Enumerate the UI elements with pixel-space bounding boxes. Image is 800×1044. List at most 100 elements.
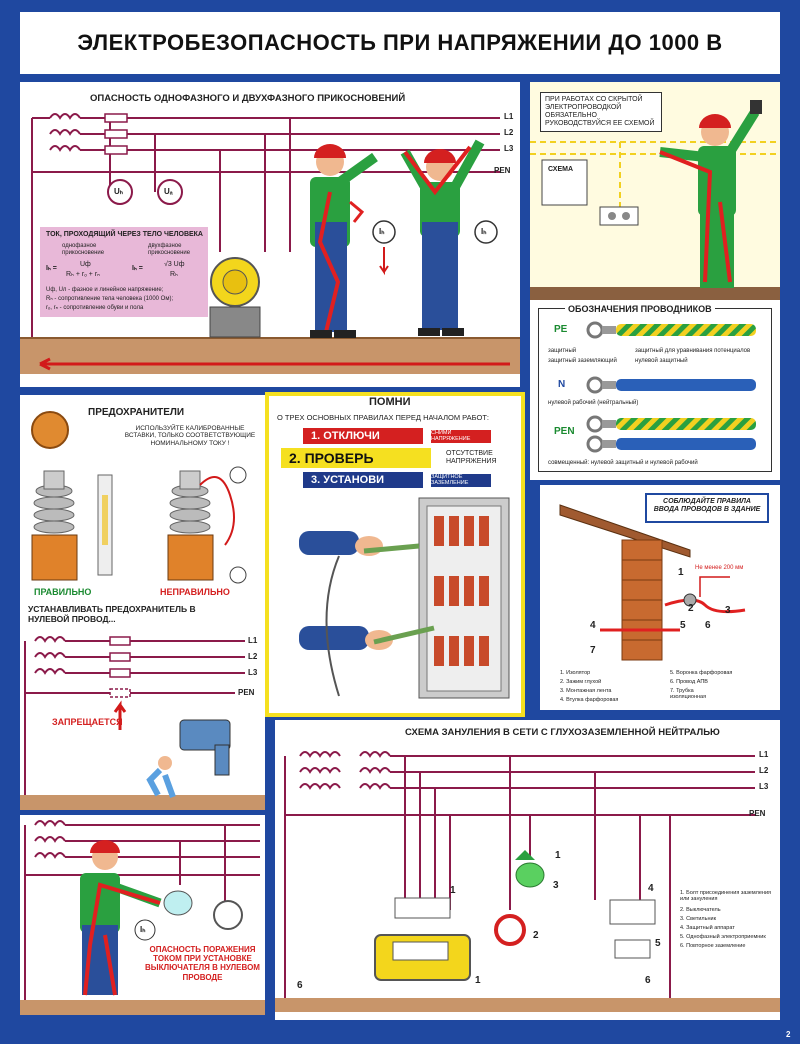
switch-neutral-illustration (20, 820, 265, 1015)
entry-legend-4: 4. Втулка фарфоровая (560, 697, 619, 703)
panel-phase-touch: ОПАСНОСТЬ ОДНОФАЗНОГО И ДВУХФАЗНОГО ПРИК… (20, 82, 520, 387)
forbidden-label: ЗАПРЕЩАЕТСЯ (52, 717, 123, 727)
switch-danger-text: ОПАСНОСТЬ ПОРАЖЕНИЯ ТОКОМ ПРИ УСТАНОВКЕ … (145, 945, 260, 982)
formula2-denominator: Rₕ (170, 271, 178, 278)
hidden-wiring-sign-text: ПРИ РАБОТАХ СО СКРЫТОЙ ЭЛЕКТРОПРОВОДКОЙ … (545, 96, 655, 128)
min-distance-label: Не менее 200 мм (695, 565, 744, 571)
zeroing-legend-6: 6. Повторное заземление (680, 943, 746, 949)
rule-2-label: 2. ПРОВЕРЬ (281, 448, 431, 468)
zeroing-wire-pen: PEN (749, 809, 766, 818)
wire-label-l2: L2 (504, 128, 514, 137)
entry-legend-7: 7. Трубка изоляционная (670, 688, 707, 701)
panel1-diagram (20, 113, 520, 374)
formula1-numerator: Uф (80, 261, 91, 268)
wire-label-l3: L3 (504, 144, 514, 153)
zeroing-callout-3: 3 (553, 880, 559, 891)
fuse-wire-l3: L3 (248, 668, 258, 677)
callout-1: 1 (678, 567, 684, 578)
zeroing-legend-1: 1. Болт присоединения заземления или зан… (680, 890, 772, 903)
formula2-lhs: Iₕ = (132, 265, 143, 272)
meter-label-2: Uₐ (164, 187, 173, 196)
fuse-wire-pen: PEN (238, 688, 255, 697)
zeroing-legend-5: 5. Однофазный электроприемник (680, 934, 766, 940)
fuses-heading: ПРЕДОХРАНИТЕЛИ (88, 407, 185, 418)
conductor-item-neutral: нулевой рабочий (нейтральный) (548, 400, 639, 406)
callout-6: 6 (705, 620, 711, 631)
callout-4: 4 (590, 620, 596, 631)
zeroing-callout-6b: 6 (297, 980, 303, 991)
zeroing-callout-1b: 1 (475, 975, 481, 986)
formula2-numerator: √3 Uф (164, 261, 185, 268)
fuse-wire-l2: L2 (248, 652, 258, 661)
entry-legend-5: 5. Воронка фарфоровая (670, 670, 733, 676)
zeroing-heading: СХЕМА ЗАНУЛЕНИЯ В СЕТИ С ГЛУХОЗАЗЕМЛЕННО… (405, 727, 720, 738)
switch-current-label: Iₕ (140, 925, 146, 934)
conductor-item-protective: защитный (548, 348, 577, 354)
zeroing-legend-3: 3. Светильник (680, 916, 717, 922)
formula-note-3: rₒ, rₙ - сопротивление обуви и пола (46, 305, 144, 311)
rule-2-desc: ОТСУТСТВИЕ НАПРЯЖЕНИЯ (446, 450, 497, 466)
zeroing-legend-4: 4. Защитный аппарат (680, 925, 735, 931)
formula-box-title: ТОК, ПРОХОДЯЩИЙ ЧЕРЕЗ ТЕЛО ЧЕЛОВЕКА (46, 231, 203, 238)
rule-3: 3. УСТАНОВИ ЗАЩИТНОЕ ЗАЗЕМЛЕНИЕ (281, 472, 513, 488)
remember-heading: ПОМНИ (365, 396, 415, 409)
formula-note-2: Rₕ - сопротивление тела человека (1000 О… (46, 296, 174, 302)
wire-entry-sign-text: СОБЛЮДАЙТЕ ПРАВИЛА ВВОДА ПРОВОДОВ В ЗДАН… (653, 498, 761, 514)
voltmeter-2 (157, 179, 183, 205)
conductor-item-neutral-protective: нулевой защитный (635, 358, 688, 364)
formula-note-1: Uф, Uл - фазное и линейное напряжение; (46, 287, 164, 293)
hidden-wiring-sign: ПРИ РАБОТАХ СО СКРЫТОЙ ЭЛЕКТРОПРОВОДКОЙ … (540, 92, 662, 132)
fuse-install-note: УСТАНАВЛИВАТЬ ПРЕДОХРАНИТЕЛЬ В НУЛЕВОЙ П… (28, 604, 196, 624)
pe-label: PE (554, 324, 568, 335)
conductor-cables (586, 321, 756, 453)
formula-col2-title: двухфазное прикосновение (148, 243, 191, 256)
zeroing-wire-l1: L1 (759, 750, 769, 759)
current-label-1: Iₕ (379, 227, 385, 236)
zeroing-callout-5: 5 (655, 938, 661, 949)
conductor-item-bonding: защитный для уравнивания потенциалов (635, 348, 751, 354)
panel-hidden-wiring: ПРИ РАБОТАХ СО СКРЫТОЙ ЭЛЕКТРОПРОВОДКОЙ … (530, 82, 780, 302)
meter-label-1: Uₕ (114, 187, 124, 196)
rule-3-desc: ЗАЩИТНОЕ ЗАЗЕМЛЕНИЕ (431, 474, 491, 487)
formula-col1-title: однофазное прикосновение (62, 243, 105, 256)
zeroing-callout-2: 2 (533, 930, 539, 941)
panel-fuses: ПРЕДОХРАНИТЕЛИ ИСПОЛЬЗУЙТЕ КАЛИБРОВАННЫЕ… (20, 395, 265, 810)
zeroing-callout-1a: 1 (450, 885, 456, 896)
formula1-lhs: Iₕ = (46, 265, 57, 272)
entry-legend-1: 1. Изолятор (560, 670, 591, 676)
pen-label: PEN (554, 426, 575, 437)
fuse-correct-label: ПРАВИЛЬНО (34, 587, 92, 597)
callout-5: 5 (680, 620, 686, 631)
n-label: N (558, 379, 566, 390)
callout-3: 3 (725, 605, 731, 616)
fuses-note: ИСПОЛЬЗУЙТЕ КАЛИБРОВАННЫЕ ВСТАВКИ, ТОЛЬК… (124, 425, 256, 447)
rule-1-desc: СНИМИ НАПРЯЖЕНИЕ (431, 430, 491, 443)
poster-title: ЭЛЕКТРОБЕЗОПАСНОСТЬ ПРИ НАПРЯЖЕНИИ ДО 10… (20, 12, 780, 74)
wire-entry-sign: СОБЛЮДАЙТЕ ПРАВИЛА ВВОДА ПРОВОДОВ В ЗДАН… (645, 493, 769, 523)
zeroing-callout-6a: 6 (645, 975, 651, 986)
worker-2-illustration (400, 139, 485, 336)
entry-legend-3: 3. Монтажная лента (560, 688, 612, 694)
scheme-label: СХЕМА (548, 166, 574, 173)
formula1-denominator: Rₕ + rₒ + rₙ (66, 271, 100, 278)
voltmeter-1 (107, 179, 133, 205)
panel-three-rules: ПОМНИ О ТРЕХ ОСНОВНЫХ ПРАВИЛАХ ПЕРЕД НАЧ… (265, 392, 525, 717)
entry-legend-6: 6. Провод АПВ (670, 679, 708, 685)
panel1-heading: ОПАСНОСТЬ ОДНОФАЗНОГО И ДВУХФАЗНОГО ПРИК… (90, 93, 406, 104)
rule-3-label: 3. УСТАНОВИ (303, 472, 423, 488)
entry-legend-2: 2. Зажим глухой (560, 679, 602, 685)
panel-switch-neutral: Iₕ ОПАСНОСТЬ ПОРАЖЕНИЯ ТОКОМ ПРИ УСТАНОВ… (20, 815, 265, 1015)
rule-1: 1. ОТКЛЮЧИ СНИМИ НАПРЯЖЕНИЕ (281, 428, 513, 444)
tester-illustration (299, 497, 510, 699)
remember-subheading: О ТРЕХ ОСНОВНЫХ ПРАВИЛАХ ПЕРЕД НАЧАЛОМ Р… (277, 413, 490, 422)
panel-conductor-markings: ОБОЗНАЧЕНИЯ ПРОВОДНИКОВ PE защитный защи (530, 300, 780, 480)
current-label-2: Iₕ (481, 227, 487, 236)
zeroing-diagram (275, 751, 780, 1012)
conductor-item-protective-earth: защитный заземляющий (548, 358, 617, 364)
worker-1-illustration (310, 144, 378, 338)
zeroing-legend-2: 2. Выключатель (680, 907, 721, 913)
fuse-wire-l1: L1 (248, 636, 258, 645)
worker-3-illustration (659, 100, 762, 288)
zeroing-callout-4: 4 (648, 883, 654, 894)
